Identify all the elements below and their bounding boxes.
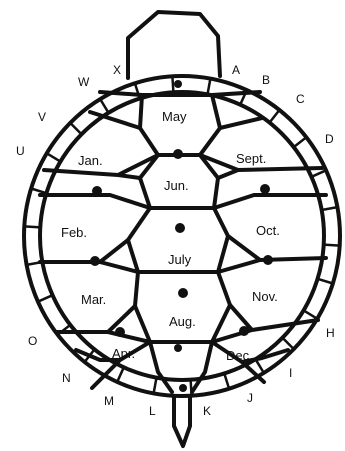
dot xyxy=(92,186,102,196)
dot xyxy=(115,327,125,337)
marginal-label-n: N xyxy=(62,371,71,385)
marginal-label-l: L xyxy=(149,404,156,418)
marginal-label-b: B xyxy=(262,73,270,87)
marginal-label-m: M xyxy=(104,394,114,408)
scute-label-feb: Feb. xyxy=(61,225,87,240)
vertebral-scute-aug-outline xyxy=(135,272,230,342)
marginal-label-u: U xyxy=(16,144,25,158)
marginal-divider xyxy=(172,76,173,92)
marginal-divider xyxy=(154,378,157,394)
marginal-divider xyxy=(31,189,46,194)
dot xyxy=(178,288,188,298)
scute-label-jan: Jan. xyxy=(78,153,103,168)
vertebral-scute-may-outline xyxy=(140,95,220,155)
scute-label-sept: Sept. xyxy=(236,151,266,166)
scute-label-dec: Dec. xyxy=(226,348,253,363)
marginal-divider xyxy=(100,99,108,113)
marginal-label-w: W xyxy=(78,75,90,89)
marginal-label-c: C xyxy=(296,92,305,106)
marginal-label-j: J xyxy=(247,391,253,405)
marginal-divider xyxy=(312,170,327,177)
marginal-divider xyxy=(47,153,61,161)
marginal-divider xyxy=(324,245,340,246)
dot xyxy=(263,255,273,265)
marginal-divider xyxy=(24,226,40,227)
dot xyxy=(174,80,182,88)
dot xyxy=(179,384,187,392)
marginal-label-h: H xyxy=(326,326,335,340)
scute-label-jun: Jun. xyxy=(164,178,189,193)
scute-label-may: May xyxy=(162,109,187,124)
scute-label-mar: Mar. xyxy=(81,292,106,307)
scute-label-nov: Nov. xyxy=(252,289,278,304)
marginal-divider xyxy=(294,137,307,147)
marginal-divider xyxy=(283,338,294,349)
marginal-divider xyxy=(304,310,318,318)
marginal-divider xyxy=(38,295,53,302)
dot xyxy=(90,256,100,266)
marginal-divider xyxy=(256,359,264,373)
marginal-label-x: X xyxy=(113,63,121,77)
turtle-head xyxy=(128,12,220,78)
scute-label-apr: Apr. xyxy=(112,346,135,361)
dot xyxy=(175,223,185,233)
marginal-divider xyxy=(318,279,333,284)
marginal-label-v: V xyxy=(38,110,46,124)
scute-label-aug: Aug. xyxy=(169,314,196,329)
turtle-tail xyxy=(174,396,190,446)
dot xyxy=(173,149,183,159)
marginal-divider xyxy=(117,367,124,382)
marginal-divider xyxy=(70,123,81,134)
dot xyxy=(239,326,249,336)
scute-label-july: July xyxy=(168,252,192,267)
scute-label-oct: Oct. xyxy=(256,223,280,238)
marginal-divider xyxy=(322,207,338,210)
marginal-label-k: K xyxy=(203,404,211,418)
marginal-divider xyxy=(224,374,229,389)
marginal-label-a: A xyxy=(232,63,240,77)
marginal-divider xyxy=(270,110,280,123)
dot xyxy=(260,184,270,194)
dot xyxy=(174,344,182,352)
marginal-label-o: O xyxy=(28,334,37,348)
marginal-label-d: D xyxy=(325,132,334,146)
marginal-label-i: I xyxy=(289,366,292,380)
marginal-divider xyxy=(208,79,211,95)
